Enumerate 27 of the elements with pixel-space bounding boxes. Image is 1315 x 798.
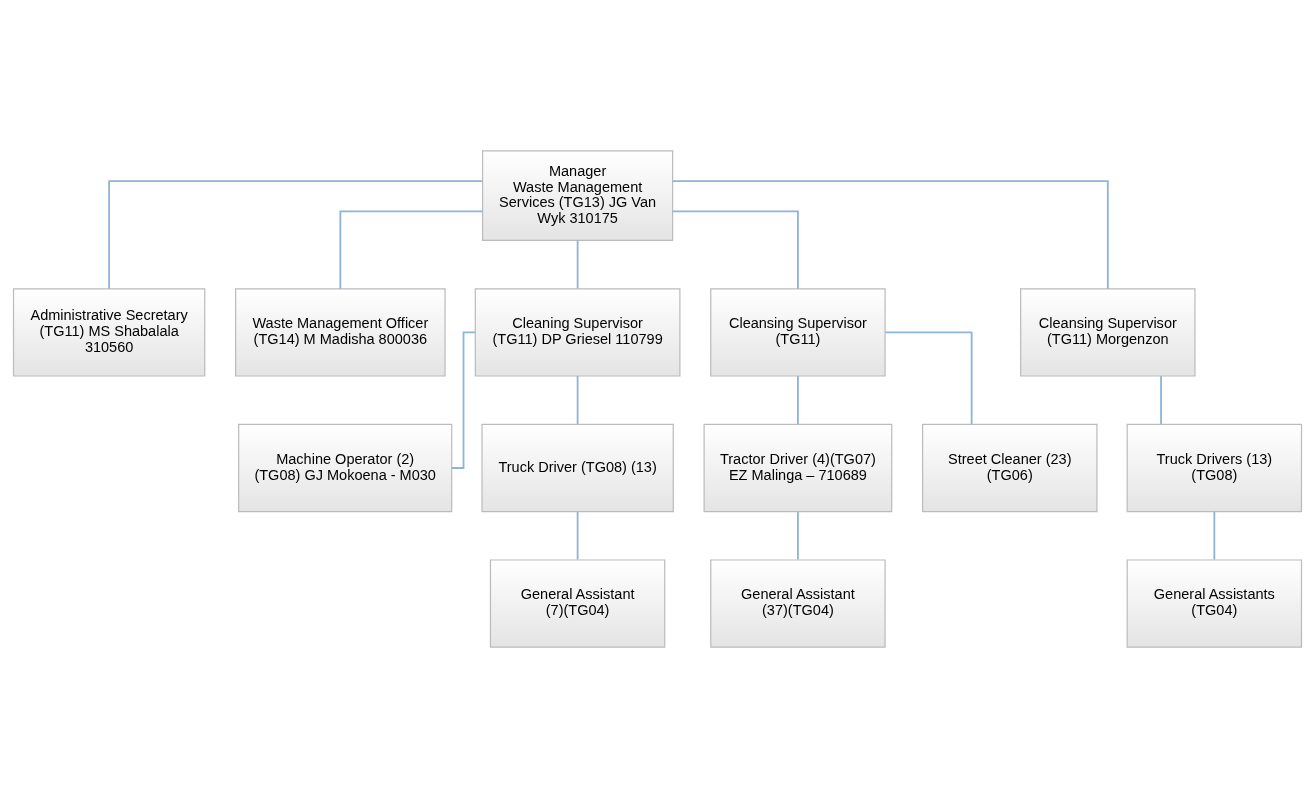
- node-box: Cleansing Supervisor (TG11): [710, 288, 886, 377]
- connector: [108, 180, 484, 290]
- connector: [1213, 510, 1216, 561]
- node-box: General Assistants (TG04): [1126, 559, 1303, 648]
- connector: [797, 375, 799, 425]
- node-box: Cleansing Supervisor (TG11) Morgenzon: [1020, 288, 1196, 377]
- node-box: General Assistant (7)(TG04): [489, 559, 666, 648]
- connector: [450, 331, 477, 469]
- node-box: Truck Driver (TG08) (13): [481, 423, 674, 513]
- node-box: Machine Operator (2) (TG08) GJ Mokoena - M030: [238, 423, 453, 513]
- connector: [1160, 375, 1162, 425]
- connector: [339, 210, 484, 290]
- connector: [671, 210, 799, 290]
- node-box: Tractor Driver (4)(TG07) EZ Malinga – 710689: [703, 423, 893, 513]
- connector: [884, 331, 973, 426]
- connector: [671, 180, 1109, 290]
- node-box: Administrative Secretary (TG11) MS Shabalala 310560: [12, 288, 206, 377]
- node-box: General Assistant (37)(TG04): [710, 559, 886, 648]
- node-box: Manager Waste Management Services (TG13) JG Van Wyk 310175: [481, 150, 674, 242]
- connector: [576, 510, 579, 561]
- node-box: Truck Drivers (13) (TG08): [1126, 423, 1303, 513]
- connector: [797, 510, 799, 561]
- connector: [576, 239, 579, 290]
- node-box: Waste Management Officer (TG14) M Madisha 800036: [235, 288, 446, 377]
- node-box: Street Cleaner (23) (TG06): [922, 423, 1098, 513]
- connector: [576, 375, 579, 425]
- node-box: Cleaning Supervisor (TG11) DP Griesel 110799: [474, 288, 681, 377]
